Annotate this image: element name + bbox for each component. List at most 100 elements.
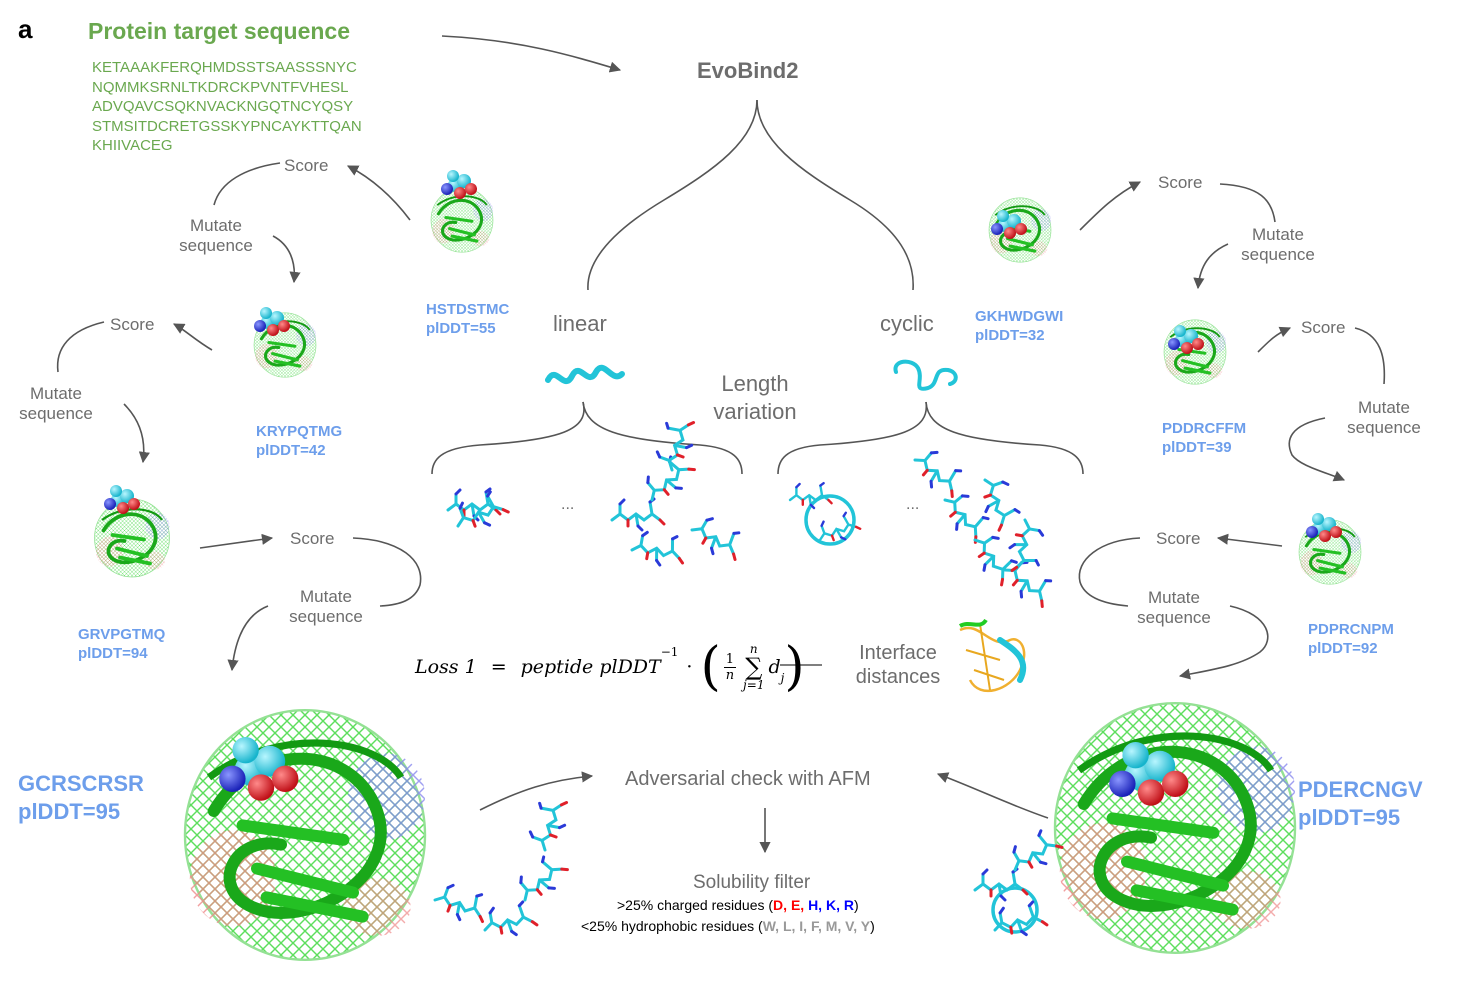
charged-criterion: >25% charged residues (D, E, H, K, R) <box>617 897 859 913</box>
fraction-num: 1 <box>723 651 737 668</box>
charged-residue: D, <box>773 897 791 913</box>
charged-residue: K, <box>825 897 844 913</box>
loss-summand: d <box>768 656 781 678</box>
linear-helix-icon <box>545 364 625 385</box>
length-variation-line: variation <box>713 399 797 424</box>
final-right-label: PDERCNGV plDDT=95 <box>1298 776 1423 832</box>
protein-pdercngv <box>1055 703 1295 953</box>
loss-sum: n ∑ j=1 <box>743 642 764 692</box>
charged-residue: H, <box>808 897 826 913</box>
charged-residue: R <box>843 897 854 913</box>
protein-grvpgtmq <box>92 497 172 579</box>
length-variation-line: Length <box>721 371 789 396</box>
target-sequence: KETAAAKFERQHMDSSTSAASSSNYC NQMMKSRNLTKDR… <box>92 58 362 156</box>
final-left-stick <box>430 792 574 942</box>
hydro-prefix: <25% hydrophobic residues ( <box>581 918 763 934</box>
mutate-word: sequence <box>179 236 253 255</box>
method-name: EvoBind2 <box>697 58 799 83</box>
panel-label: a <box>18 14 33 44</box>
ellipsis-linear: ... <box>561 496 575 513</box>
mutate-word: Mutate <box>1252 225 1304 244</box>
design-label-grvpgtmq: GRVPGTMQ plDDT=94 <box>78 625 165 663</box>
hydrophobic-criterion: <25% hydrophobic residues (W, L, I, F, M… <box>581 918 875 934</box>
loss-exponent: −1 <box>660 645 679 659</box>
fraction-den: n <box>725 667 735 683</box>
branch-cyclic: cyclic <box>880 311 934 336</box>
design-plddt: plDDT=92 <box>1308 640 1378 657</box>
mutate-word: sequence <box>19 404 93 423</box>
design-label-pdprcnpm: PDPRCNPM plDDT=92 <box>1308 620 1394 658</box>
left-paren: ( <box>700 637 721 697</box>
solubility-title: Solubility filter <box>693 872 811 893</box>
mutate-word: sequence <box>1241 245 1315 264</box>
score-label: Score <box>290 529 335 548</box>
design-label-pddrcffm: PDDRCFFM plDDT=39 <box>1162 419 1246 457</box>
protein-pddrcffm <box>1162 318 1228 386</box>
loss-fraction: 1 n <box>723 651 737 683</box>
final-left-label: GCRSCRSR plDDT=95 <box>18 770 144 826</box>
sequence-line: KHIIVACEG <box>92 137 173 154</box>
score-label: Score <box>1158 173 1203 192</box>
linear-short-stick <box>446 486 512 537</box>
design-seq: GKHWDGWI <box>975 308 1064 325</box>
mutate-word: Mutate <box>190 216 242 235</box>
charged-prefix: >25% charged residues ( <box>617 897 774 913</box>
mutate-word: Mutate <box>1148 588 1200 607</box>
sequence-line: NQMMKSRNLTKDRCKPVNTFVHESL <box>92 78 349 96</box>
loss-dot: · <box>686 656 693 678</box>
interface-distances: Interface distances <box>838 641 958 689</box>
mutate-word: sequence <box>289 607 363 626</box>
mutate-word: Mutate <box>30 384 82 403</box>
adversarial-check: Adversarial check with AFM <box>625 768 871 790</box>
design-seq: HSTDSTMC <box>426 301 510 318</box>
design-plddt: plDDT=94 <box>78 645 148 662</box>
design-seq: PDPRCNPM <box>1308 621 1394 638</box>
length-variation: Length variation <box>690 370 820 426</box>
final-seq: PDERCNGV <box>1298 777 1423 802</box>
loss-subscript: j <box>780 671 785 685</box>
charged-suffix: ) <box>853 897 859 913</box>
protein-gcrscrsr <box>185 710 425 960</box>
final-right-stick <box>973 824 1067 942</box>
final-plddt: plDDT=95 <box>18 799 121 824</box>
right-paren: ) <box>784 637 805 697</box>
design-label-gkhwdgwi: GKHWDGWI plDDT=32 <box>975 307 1063 345</box>
interface-image <box>958 618 1027 692</box>
design-plddt: plDDT=32 <box>975 327 1045 344</box>
final-seq: GCRSCRSR <box>18 771 144 796</box>
sum-bottom: j=1 <box>743 678 765 692</box>
mutate-word: Mutate <box>300 587 352 606</box>
design-seq: KRYPQTMG <box>256 423 343 440</box>
mutate-word: sequence <box>1137 608 1211 627</box>
interface-line: Interface <box>859 642 937 664</box>
mutate-word: Mutate <box>1358 398 1410 417</box>
sequence-line: STMSITDCRETGSSKYPNCAYKTTQAN <box>92 117 362 135</box>
score-label: Score <box>284 156 329 175</box>
charged-residue: E, <box>790 897 809 913</box>
loss-term: peptide plDDT <box>520 656 661 678</box>
final-plddt: plDDT=95 <box>1298 805 1401 830</box>
score-label: Score <box>1301 318 1346 337</box>
cyclic-peptide-icon <box>893 359 958 391</box>
sequence-line: ADVQAVCSQKNVACKNGQTNCYQSY <box>92 98 354 115</box>
mutate-word: sequence <box>1347 418 1421 437</box>
sum-top: n <box>749 642 758 656</box>
design-seq: PDDRCFFM <box>1162 420 1247 437</box>
interface-line: distances <box>855 666 941 688</box>
design-plddt: plDDT=39 <box>1162 439 1232 456</box>
ellipsis-cyclic: ... <box>906 496 920 513</box>
target-title: Protein target sequence <box>88 18 351 44</box>
design-plddt: plDDT=55 <box>426 320 496 337</box>
design-label-hstdstmc: HSTDSTMC plDDT=55 <box>426 300 509 338</box>
hydro-residue-list: W, L, I, F, M, V, Y <box>762 918 871 934</box>
design-seq: GRVPGTMQ <box>78 626 166 643</box>
cyclic-short-stick <box>788 482 864 549</box>
